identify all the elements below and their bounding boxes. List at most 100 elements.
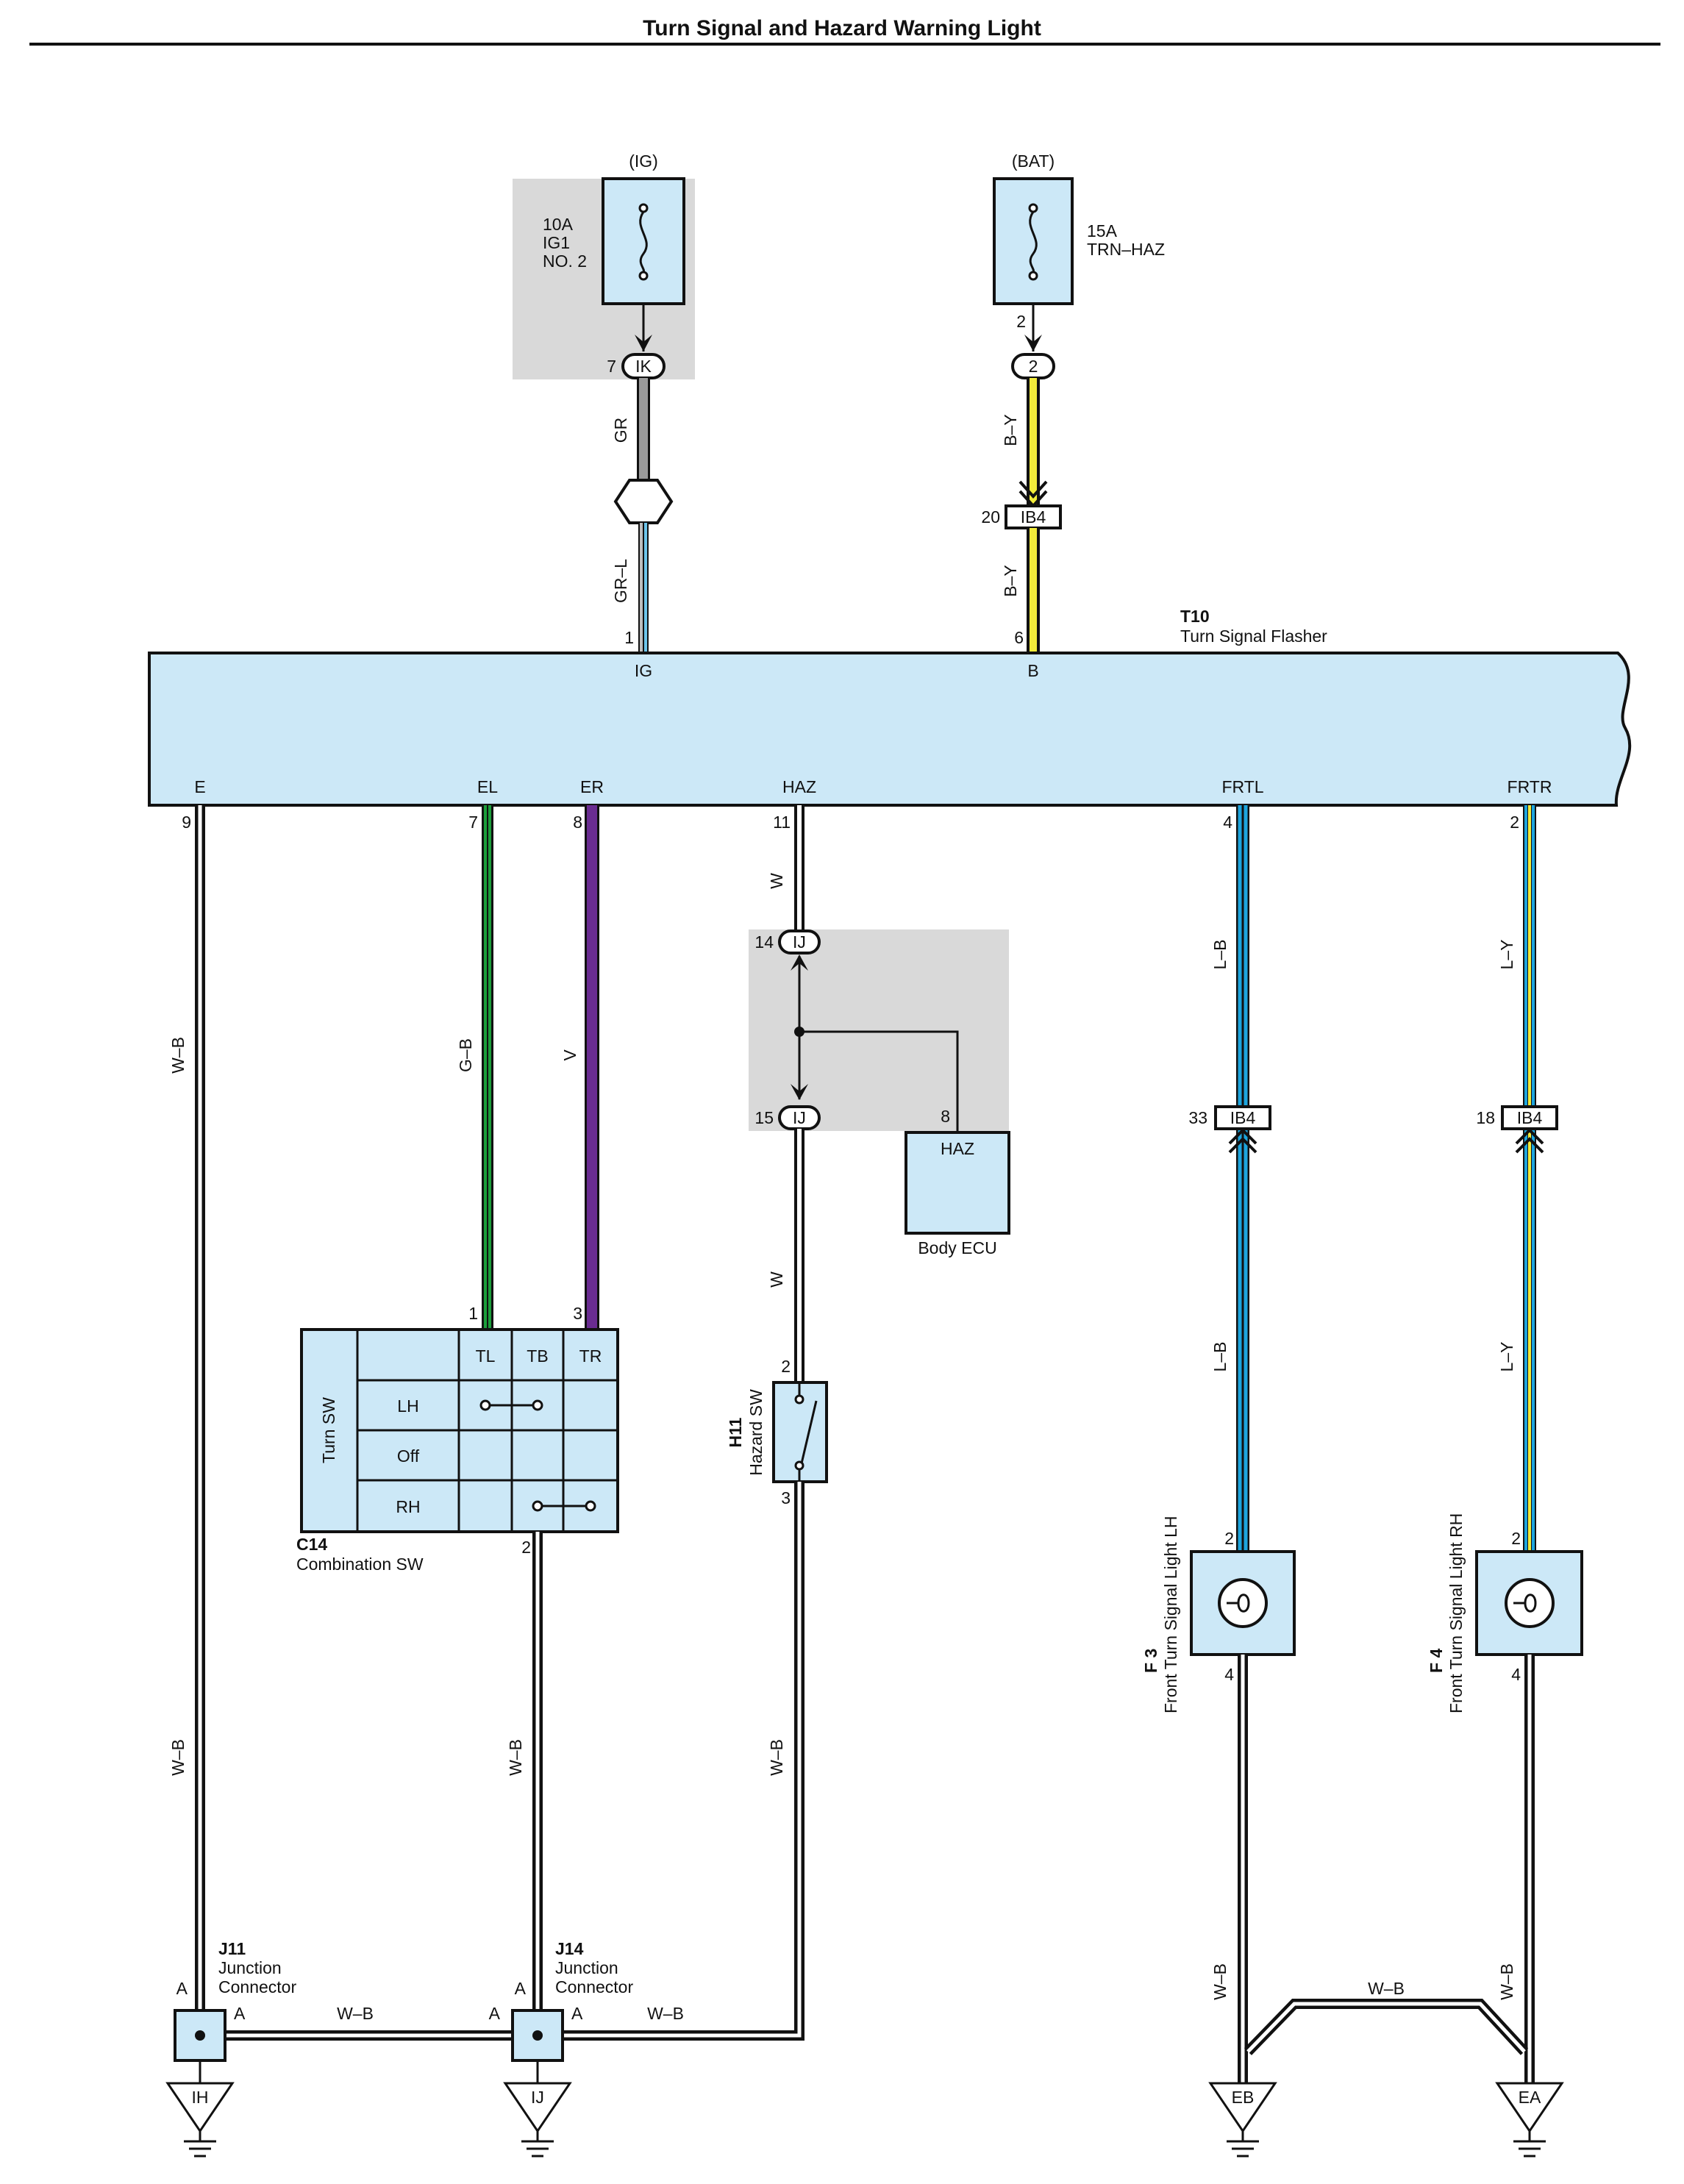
ib4-20-pin: 20: [981, 507, 1000, 527]
combo-col-tl: TL: [476, 1346, 496, 1366]
body-ecu-name: Body ECU: [918, 1238, 996, 1257]
wire-hazard-wb-label: W–B: [767, 1739, 786, 1776]
ig-fuse-name: IG1: [543, 233, 570, 252]
combo-name: Combination SW: [296, 1555, 424, 1574]
ground-ih-label: IH: [192, 2088, 209, 2107]
j14-pin-left: A: [489, 2004, 501, 2023]
wire-by-lower-label: B–Y: [1001, 565, 1020, 596]
ik-connector-name: IK: [635, 357, 652, 376]
combo-lh-contact-icon: [479, 1399, 543, 1411]
wire-eb-ea-label: W–B: [1368, 1979, 1405, 1998]
j14-pin-top: A: [515, 1979, 527, 1998]
body-ecu: [905, 1131, 1010, 1235]
light-lh-pin-top: 2: [1224, 1529, 1234, 1548]
combo-pin-tr: 3: [573, 1304, 582, 1323]
combo-row-lh: LH: [397, 1396, 418, 1416]
ij15-pin: 15: [754, 1108, 774, 1127]
flasher-pin-el-label: EL: [477, 777, 498, 796]
bat-fuse-amp: 15A: [1087, 221, 1118, 240]
flasher-pin-frtl-label: FRTL: [1221, 777, 1263, 796]
wire-rh-wb-label: W–B: [1497, 1963, 1516, 2000]
hazard-sw-code: H11: [726, 1417, 745, 1447]
wire-hazard-ground: [522, 1482, 802, 2038]
ground-ih-triangle: [165, 2082, 235, 2133]
flasher-pin-el-num: 7: [468, 813, 478, 832]
flasher-pin-ig-label: IG: [635, 661, 652, 680]
ig-fuse-box: [602, 177, 685, 305]
combo-side-label: Turn SW: [319, 1397, 338, 1463]
j14-pin-right: A: [571, 2004, 583, 2023]
ground-eb: [1208, 2082, 1277, 2158]
wire-frtl-upper-label: L–B: [1210, 940, 1230, 970]
splice-octagon: [613, 479, 674, 524]
light-lh-pin-bottom: 4: [1224, 1665, 1234, 1684]
ig-fuse-icon: [638, 203, 649, 281]
wire-frtl-lower-label: L–B: [1210, 1342, 1230, 1372]
j11-junction-dot: [195, 2030, 205, 2041]
combo-row-rh: RH: [396, 1497, 420, 1516]
hazard-switch-contact-icon: [794, 1382, 818, 1482]
ik-pin: 7: [607, 357, 616, 376]
ij15-connector-name: IJ: [793, 1108, 806, 1127]
wire-gr-label: GR: [611, 418, 630, 443]
ib4-33-connector: [1214, 1105, 1271, 1130]
ig-fuse-no: NO. 2: [543, 251, 587, 271]
flasher-pin-ig-num: 1: [624, 628, 634, 647]
wire-grl-label: GR–L: [611, 559, 630, 603]
body-ecu-pin-label: HAZ: [941, 1139, 974, 1158]
hazard-sw-name: Hazard SW: [746, 1389, 766, 1476]
wire-haz-upper-label: W: [767, 873, 786, 889]
flasher-pin-haz-label: HAZ: [782, 777, 816, 796]
combo-code: C14: [296, 1535, 327, 1554]
lamp-rh-icon: [1505, 1578, 1555, 1628]
ib4-18-connector-name: IB4: [1517, 1108, 1543, 1127]
flasher-pin-b-num: 6: [1014, 628, 1024, 647]
bat-fuse-pin: 2: [1016, 312, 1026, 331]
combo-pin-tl: 1: [468, 1304, 478, 1323]
ib4-33-pin: 33: [1188, 1108, 1207, 1127]
flasher-name: Turn Signal Flasher: [1180, 627, 1327, 646]
ground-eb-label: EB: [1232, 2088, 1255, 2107]
hazard-sw-pin-bottom: 3: [781, 1488, 791, 1507]
ig-supply-label: (IG): [629, 151, 658, 171]
wire-eb-ea: [1246, 2002, 1526, 2053]
j11-name: Junction: [218, 1958, 282, 1977]
body-ecu-link: [799, 1030, 959, 1132]
ground-ij-label: IJ: [531, 2088, 544, 2107]
page-title: Turn Signal and Hazard Warning Light: [643, 16, 1041, 40]
bat-arrow-icon: [1024, 335, 1042, 351]
flasher-pin-e-num: 9: [182, 813, 191, 832]
ground-ea: [1495, 2082, 1564, 2158]
ib4-18-pin: 18: [1476, 1108, 1495, 1127]
body-ecu-pin: 8: [941, 1107, 950, 1126]
bat-fuse-name: TRN–HAZ: [1087, 240, 1165, 259]
flasher-pin-er-num: 8: [573, 813, 582, 832]
ij14-connector: [778, 929, 821, 954]
bat-supply-label: (BAT): [1012, 151, 1055, 171]
j11-name-2: Connector: [218, 1977, 296, 1996]
wire-haz-lower-label: W: [767, 1271, 786, 1288]
bat-fuse-box: [993, 177, 1074, 305]
ib4-18-connector: [1501, 1105, 1558, 1130]
ground-ih: [165, 2060, 235, 2158]
turn-signal-flasher: [148, 652, 1632, 807]
wire-el-label: G–B: [456, 1038, 475, 1072]
j14-code: J14: [555, 1939, 584, 1958]
light-lh-name: Front Turn Signal Light LH: [1161, 1516, 1180, 1713]
wire-e-label: W–B: [168, 1037, 188, 1074]
light-rh-pin-bottom: 4: [1511, 1665, 1521, 1684]
j11-code: J11: [218, 1939, 246, 1958]
j14-name-2: Connector: [555, 1977, 633, 1996]
ij15-arrow-icon: [791, 1084, 808, 1100]
lamp-lh-icon: [1218, 1578, 1268, 1628]
ij14-connector-name: IJ: [793, 932, 806, 952]
j11-pin-right: A: [234, 2004, 246, 2023]
ground-ea-label: EA: [1519, 2088, 1541, 2107]
j14-junction-dot: [532, 2030, 543, 2041]
flasher-pin-frtr-label: FRTR: [1508, 777, 1552, 796]
ib4-33-connector-name: IB4: [1230, 1108, 1256, 1127]
light-rh-name: Front Turn Signal Light RH: [1446, 1513, 1466, 1713]
wire-frtr-lower-label: L–Y: [1497, 1342, 1516, 1372]
ig-fuse-amp: 10A: [543, 215, 574, 234]
